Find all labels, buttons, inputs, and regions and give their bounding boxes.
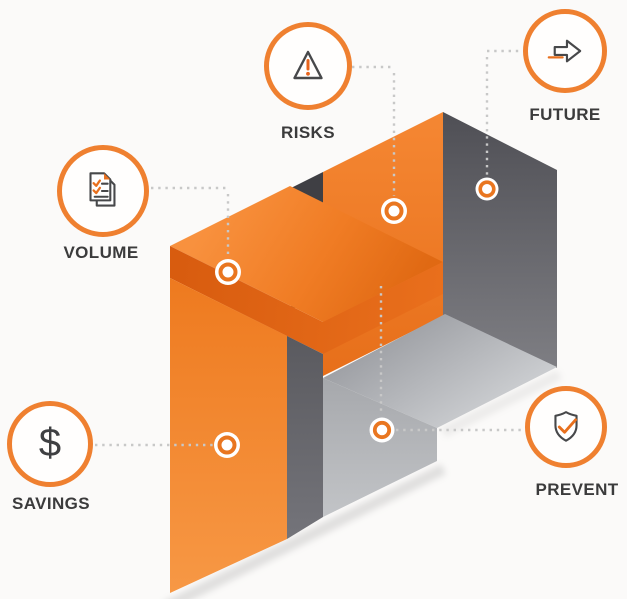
arrow-right-icon bbox=[547, 39, 581, 62]
marker-prevent bbox=[369, 417, 395, 443]
marker-volume bbox=[215, 259, 241, 285]
markers bbox=[214, 177, 499, 458]
connector-risks bbox=[352, 65, 396, 196]
front-slab-side-face bbox=[287, 336, 323, 539]
future-label: FUTURE bbox=[529, 105, 601, 124]
floor-edge-shadow bbox=[440, 370, 562, 437]
ground-shadow bbox=[169, 464, 446, 599]
dollar-icon: $ bbox=[38, 421, 62, 465]
volume-badge-circle bbox=[57, 145, 149, 237]
front-slab-bevel bbox=[170, 246, 443, 354]
prevent-badge-circle bbox=[525, 386, 607, 468]
marker-future bbox=[475, 177, 499, 201]
risks-badge-circle bbox=[264, 22, 352, 110]
savings-badge-circle: $ bbox=[7, 401, 93, 487]
front-slab-top-face bbox=[170, 186, 443, 322]
savings-label: SAVINGS bbox=[11, 494, 91, 513]
risks-label: RISKS bbox=[281, 123, 335, 142]
volume-label: VOLUME bbox=[63, 243, 139, 262]
floor-top-face bbox=[323, 314, 557, 428]
future-badge-circle bbox=[523, 9, 607, 93]
checklist-document-icon bbox=[89, 172, 116, 207]
warning-triangle-icon bbox=[293, 50, 323, 80]
floor-front-face bbox=[323, 378, 437, 517]
back-block-gray-face bbox=[443, 112, 557, 368]
connectors bbox=[95, 49, 524, 447]
prevent-label: PREVENT bbox=[535, 480, 619, 499]
marker-savings bbox=[214, 432, 240, 458]
marker-risks bbox=[381, 198, 407, 224]
connector-future bbox=[485, 49, 521, 176]
shield-check-icon bbox=[554, 411, 578, 442]
